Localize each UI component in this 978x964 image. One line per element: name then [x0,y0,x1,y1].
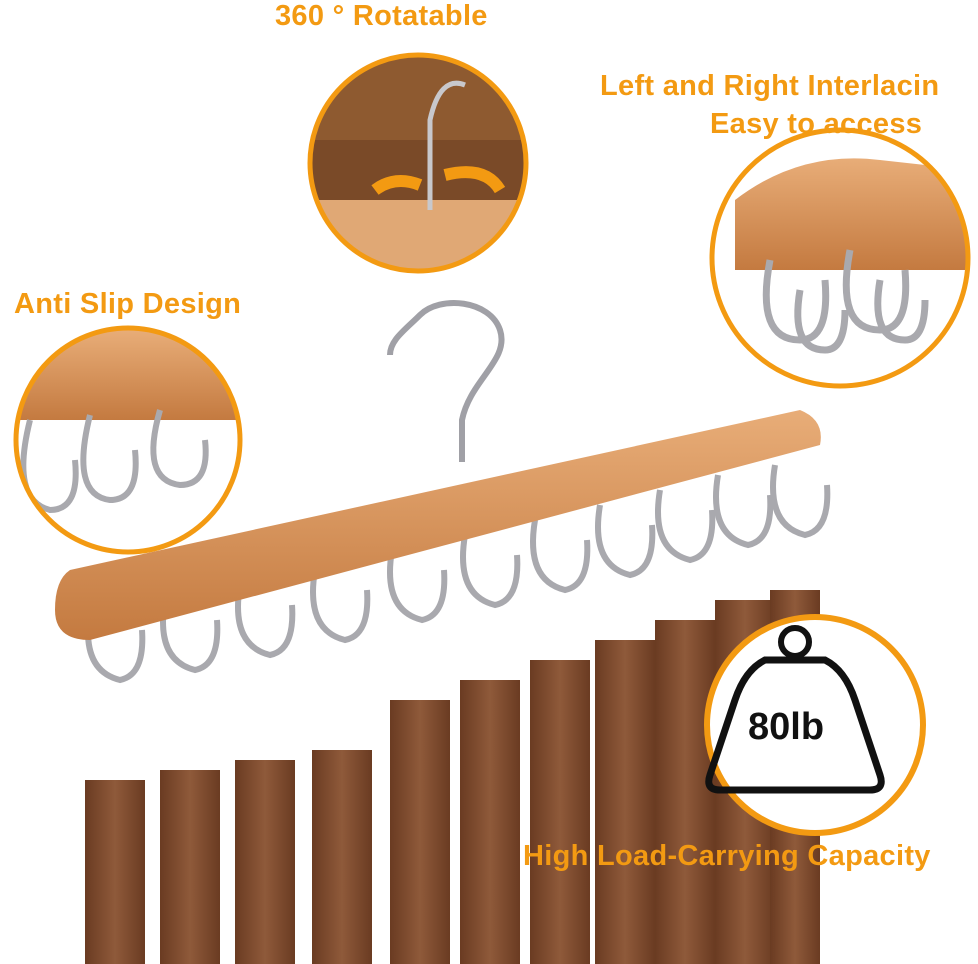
easy-access-label: Easy to access [710,108,923,140]
anti-slip-detail-circle [13,325,243,555]
metal-hooks [85,464,831,684]
rotation-detail-circle [307,52,529,274]
wooden-bar [55,410,821,640]
capacity-label: High Load-Carrying Capacity [523,840,931,872]
weight-icon [705,656,885,794]
anti-slip-label: Anti Slip Design [14,288,242,320]
rotatable-label: 360 ° Rotatable [275,0,488,32]
weight-circle [704,614,926,836]
hanger-hook [387,300,505,462]
weight-value: 80lb [748,706,825,748]
interlacing-detail-circle [709,127,971,389]
interlacing-label: Left and Right Interlacin [600,70,940,102]
belts [85,590,820,964]
